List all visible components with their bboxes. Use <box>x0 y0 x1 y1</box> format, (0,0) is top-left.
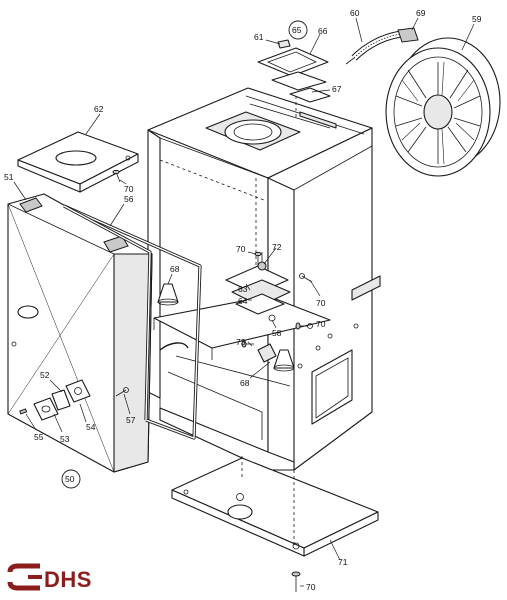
callout-51: 51 <box>4 172 14 182</box>
callout-70-inner: 70 <box>236 244 246 254</box>
circle-50 <box>61 469 81 489</box>
callout-53: 53 <box>60 434 70 444</box>
base-plate <box>171 456 379 592</box>
callout-66: 66 <box>318 26 328 36</box>
callout-69: 69 <box>416 8 426 18</box>
flexible-flue-hose <box>345 27 419 65</box>
callout-68-lower: 68 <box>240 378 250 388</box>
callout-52: 52 <box>40 370 50 380</box>
callout-72: 72 <box>272 242 282 252</box>
callout-73: 73 <box>236 337 246 347</box>
callout-57: 57 <box>126 415 136 425</box>
dhs-logo: DHS <box>7 563 92 592</box>
callout-50: 50 <box>65 474 75 484</box>
callout-67: 67 <box>332 84 342 94</box>
callout-56: 56 <box>124 194 134 204</box>
callout-70-top-plate: 70 <box>124 184 134 194</box>
callout-65: 65 <box>292 25 302 35</box>
callout-71: 71 <box>338 557 348 567</box>
callout-61: 61 <box>254 32 264 42</box>
fan-housing <box>385 37 501 177</box>
callout-70-side: 70 <box>316 298 326 308</box>
internal-components <box>157 252 313 372</box>
logo-text: DHS <box>44 567 92 592</box>
callout-70-bottom: 70 <box>306 582 316 592</box>
callout-70-right: 70 <box>316 319 326 329</box>
callout-60: 60 <box>350 8 360 18</box>
circle-65 <box>288 20 308 40</box>
door-seal-gasket <box>63 204 202 440</box>
callout-68-upper: 68 <box>170 264 180 274</box>
top-gasket-parts <box>257 39 331 118</box>
callout-59: 59 <box>472 14 482 24</box>
callout-58: 58 <box>272 328 282 338</box>
cabinet-casing <box>147 87 381 471</box>
callout-63: 63 <box>238 284 248 294</box>
top-cover-plate <box>17 131 139 193</box>
callout-54: 54 <box>86 422 96 432</box>
callout-62: 62 <box>94 104 104 114</box>
leader-lines <box>13 17 475 587</box>
callout-55: 55 <box>34 432 44 442</box>
sight-glass-assembly <box>19 379 129 421</box>
callout-64: 64 <box>238 296 248 306</box>
callout-labels: 51 52 53 54 55 56 57 58 59 60 61 62 63 6… <box>4 8 482 592</box>
